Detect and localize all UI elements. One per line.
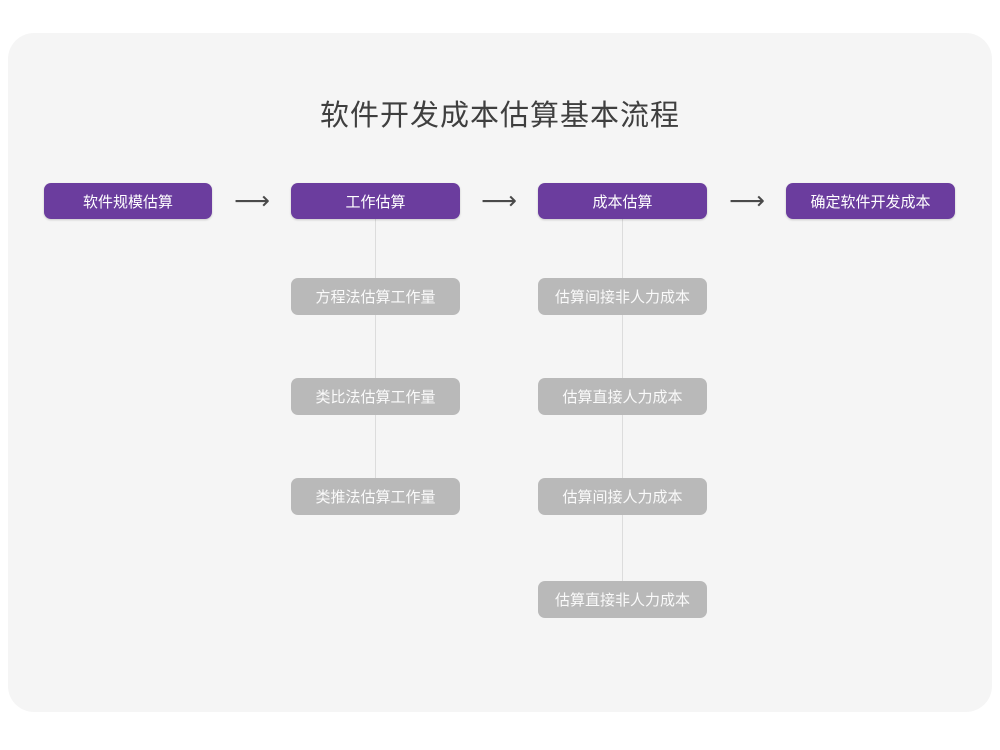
sub-node-direct-nonlabor-cost[interactable]: 估算直接非人力成本: [538, 581, 707, 618]
sub-node-direct-labor-cost[interactable]: 估算直接人力成本: [538, 378, 707, 415]
diagram-card: [8, 33, 992, 712]
sub-node-equation-method-workload[interactable]: 方程法估算工作量: [291, 278, 460, 315]
arrow-right-icon-1: ⟶: [234, 187, 270, 215]
arrow-right-icon-3: ⟶: [729, 187, 765, 215]
sub-node-indirect-labor-cost[interactable]: 估算间接人力成本: [538, 478, 707, 515]
arrow-right-icon-2: ⟶: [481, 187, 517, 215]
sub-node-analogy-method-workload[interactable]: 类比法估算工作量: [291, 378, 460, 415]
connector-line-work-column: [375, 219, 376, 478]
sub-node-indirect-nonlabor-cost[interactable]: 估算间接非人力成本: [538, 278, 707, 315]
flow-node-software-scale-estimation[interactable]: 软件规模估算: [44, 183, 212, 219]
flow-node-cost-estimation[interactable]: 成本估算: [538, 183, 707, 219]
sub-node-inference-method-workload[interactable]: 类推法估算工作量: [291, 478, 460, 515]
flow-node-determine-development-cost[interactable]: 确定软件开发成本: [786, 183, 955, 219]
page-title: 软件开发成本估算基本流程: [319, 100, 680, 132]
flow-node-work-estimation[interactable]: 工作估算: [291, 183, 460, 219]
